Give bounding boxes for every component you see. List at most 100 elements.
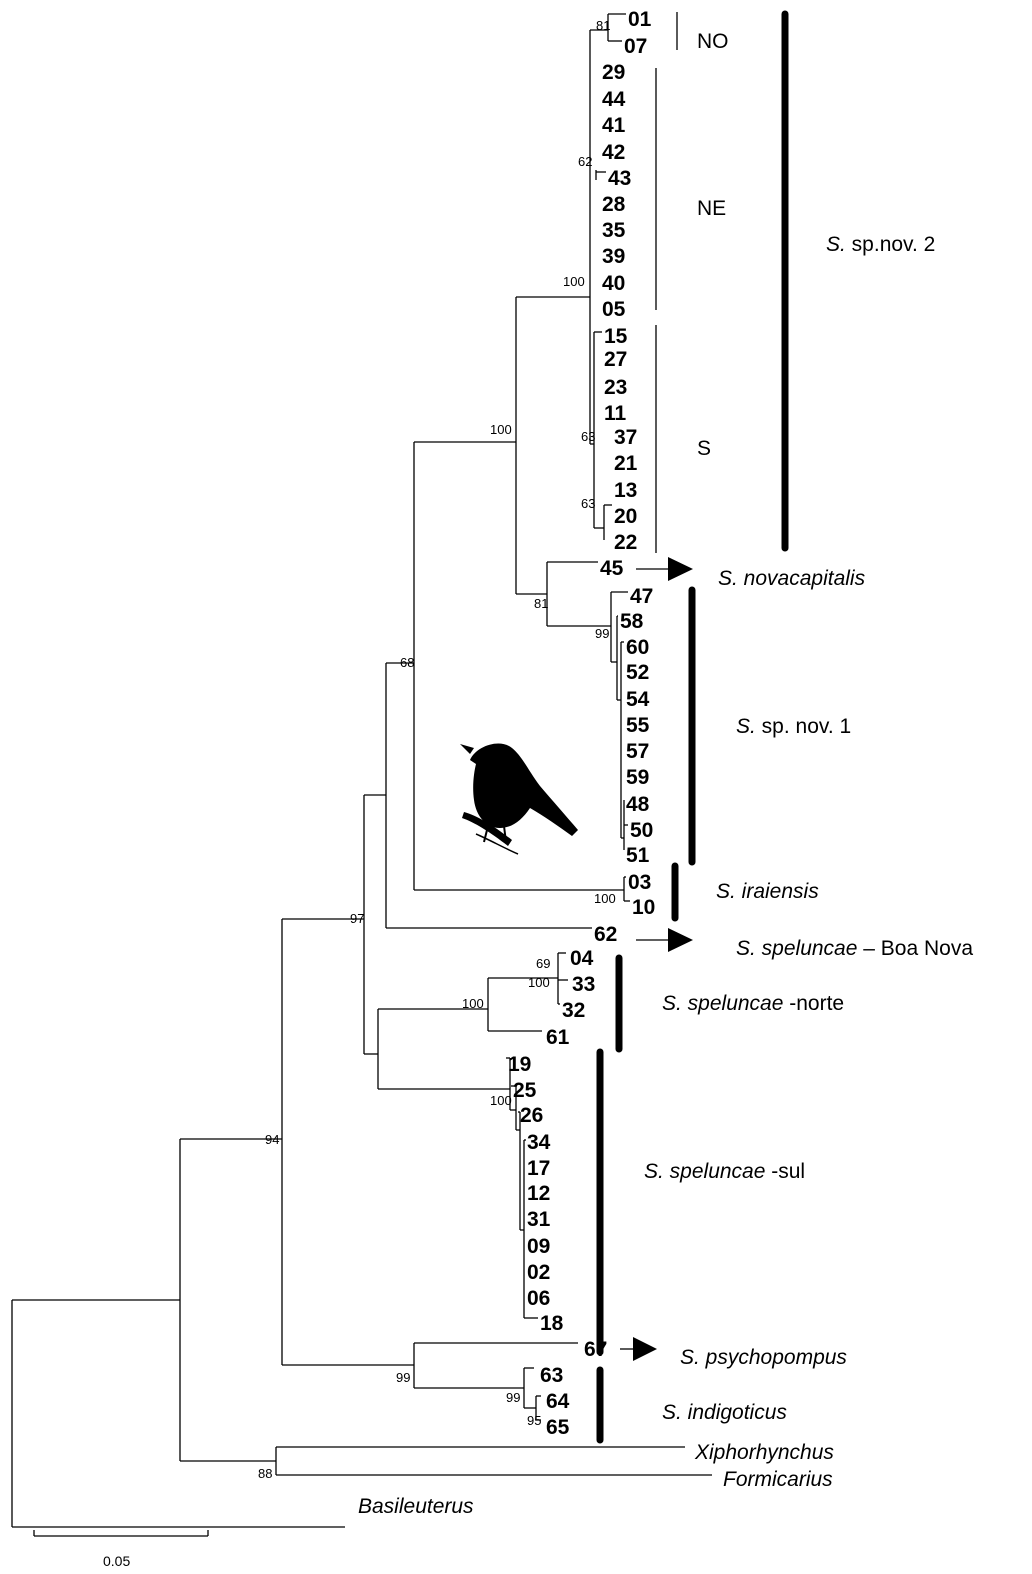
- leaf-label: 34: [527, 1131, 551, 1154]
- bootstrap-value: 63: [581, 496, 595, 511]
- bootstrap-value: 63: [581, 429, 595, 444]
- leaf-label: 58: [620, 610, 644, 633]
- leaf-label: 51: [626, 844, 650, 867]
- leaf-label: 06: [527, 1287, 550, 1310]
- leaf-label: 33: [572, 973, 595, 996]
- clade-label-sp-nov-1: S. sp. nov. 1: [736, 715, 851, 738]
- bootstrap-value: 88: [258, 1466, 272, 1481]
- leaf-label: 10: [632, 896, 655, 919]
- bootstrap-value: 100: [528, 975, 550, 990]
- leaf-label: 13: [614, 479, 637, 502]
- leaf-label: 19: [508, 1053, 531, 1076]
- leaf-label: 48: [626, 793, 650, 816]
- bootstrap-value: 100: [594, 891, 616, 906]
- leaf-label: 23: [604, 376, 627, 399]
- region-label-ne: NE: [697, 197, 726, 220]
- leaf-label: 62: [594, 923, 617, 946]
- clade-label-novacapitalis: S. novacapitalis: [718, 567, 866, 590]
- clade-label-sp-nov-2: S. sp.nov. 2: [826, 233, 935, 256]
- leaf-label: 50: [630, 819, 653, 842]
- leaf-label: 52: [626, 661, 649, 684]
- leaf-label: 54: [626, 688, 650, 711]
- leaf-label: 05: [602, 298, 626, 321]
- clade-label-speluncae-norte: S. speluncae -norte: [662, 992, 844, 1015]
- bootstrap-value: 97: [350, 911, 364, 926]
- region-label-s: S: [697, 437, 711, 460]
- leaf-label: 20: [614, 505, 637, 528]
- bootstrap-value: 99: [506, 1390, 520, 1405]
- bootstrap-value: 100: [490, 1093, 512, 1108]
- leaf-label: 27: [604, 348, 627, 371]
- leaf-label: 12: [527, 1182, 550, 1205]
- leaf-label: 41: [602, 114, 626, 137]
- leaf-label: 26: [520, 1104, 543, 1127]
- leaf-label: 35: [602, 219, 626, 242]
- bootstrap-value: 94: [265, 1132, 279, 1147]
- scale-bar: [33, 1530, 209, 1537]
- leaf-label: Xiphorhynchus: [694, 1441, 834, 1464]
- leaf-label: 18: [540, 1312, 564, 1335]
- arrow-psychopompus: [620, 1337, 657, 1361]
- clade-label-indigoticus: S. indigoticus: [662, 1401, 787, 1424]
- leaf-label: Basileuterus: [358, 1495, 474, 1518]
- leaf-label: 03: [628, 871, 651, 894]
- leaf-label: 11: [604, 402, 627, 425]
- leaf-label: 01: [628, 8, 652, 31]
- leaf-label: 61: [546, 1026, 570, 1049]
- leaf-label: 04: [570, 947, 594, 970]
- arrow-boa-nova: [636, 928, 693, 952]
- clade-label-iraiensis: S. iraiensis: [716, 880, 819, 903]
- leaf-label: 59: [626, 766, 649, 789]
- leaf-label: 55: [626, 714, 650, 737]
- leaf-label: 67: [584, 1338, 607, 1361]
- bootstrap-value: 99: [595, 626, 609, 641]
- leaf-label: 22: [614, 531, 637, 554]
- bootstrap-value: 68: [400, 655, 414, 670]
- leaf-label: 32: [562, 999, 585, 1022]
- bootstrap-value: 99: [396, 1370, 410, 1385]
- bootstrap-value: 100: [490, 422, 512, 437]
- leaf-label: 02: [527, 1261, 550, 1284]
- leaf-label: 31: [527, 1208, 551, 1231]
- region-label-no: NO: [697, 30, 729, 53]
- leaf-label: 45: [600, 557, 624, 580]
- leaf-label: 64: [546, 1390, 570, 1413]
- bootstrap-value: 81: [596, 18, 610, 33]
- leaf-label: 21: [614, 452, 638, 475]
- scale-bar-label: 0.05: [103, 1553, 130, 1569]
- leaf-label: 39: [602, 245, 625, 268]
- bootstrap-value: 95: [527, 1413, 541, 1428]
- clade-label-psychopompus: S. psychopompus: [680, 1346, 847, 1369]
- bird-silhouette-icon: [460, 743, 578, 855]
- leaf-label: 40: [602, 272, 625, 295]
- leaf-label: 47: [630, 585, 653, 608]
- leaf-label: 37: [614, 426, 637, 449]
- leaf-label: 17: [527, 1157, 550, 1180]
- bootstrap-value: 62: [578, 154, 592, 169]
- clade-label-boa-nova: S. speluncae – Boa Nova: [736, 937, 973, 960]
- leaf-label: 42: [602, 141, 625, 164]
- bootstrap-value: 100: [462, 996, 484, 1011]
- leaf-label: 09: [527, 1235, 550, 1258]
- tree-branches: [11, 13, 712, 1528]
- leaf-label: 57: [626, 740, 649, 763]
- leaf-label: 44: [602, 88, 626, 111]
- leaf-label: 29: [602, 61, 625, 84]
- leaf-label: 65: [546, 1416, 570, 1439]
- leaf-label: 63: [540, 1364, 563, 1387]
- leaf-label: 25: [513, 1079, 537, 1102]
- leaf-label: 15: [604, 325, 628, 348]
- bootstrap-value: 69: [536, 956, 550, 971]
- arrow-novacapitalis: [636, 557, 693, 581]
- leaf-label: 07: [624, 35, 647, 58]
- bootstrap-value: 81: [534, 596, 548, 611]
- leaf-label: Formicarius: [723, 1468, 833, 1491]
- leaf-label: 60: [626, 636, 649, 659]
- leaf-label: 28: [602, 193, 626, 216]
- clade-label-speluncae-sul: S. speluncae -sul: [644, 1160, 805, 1183]
- leaf-label: 43: [608, 167, 631, 190]
- bootstrap-value: 100: [563, 274, 585, 289]
